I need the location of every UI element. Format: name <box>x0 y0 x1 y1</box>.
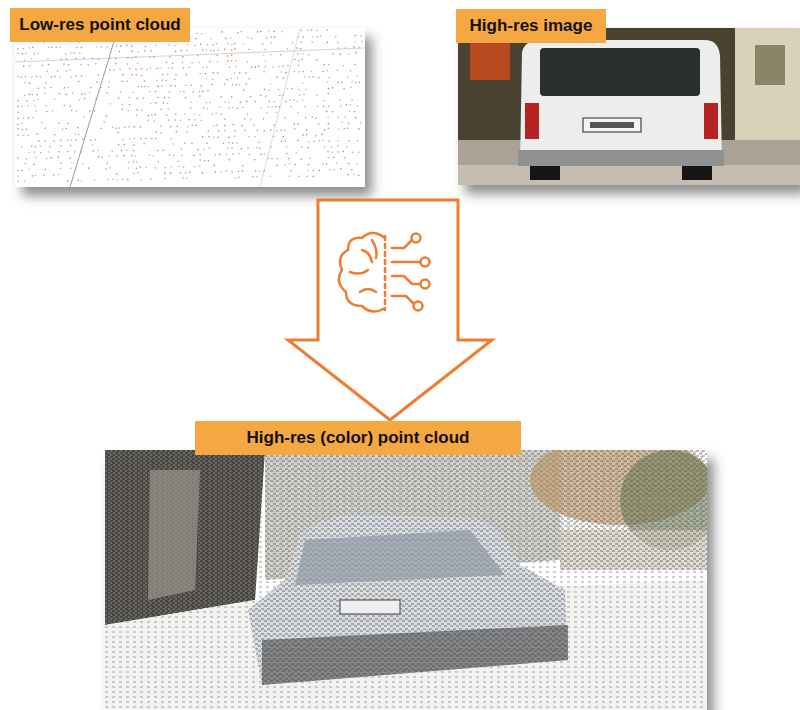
low-res-cloud-image <box>15 28 365 187</box>
label-text: High-res image <box>470 16 593 36</box>
process-arrow <box>288 200 492 420</box>
color-point-cloud-image <box>105 435 720 710</box>
label-box: Low-res point cloud <box>10 8 190 42</box>
label-text: High-res (color) point cloud <box>247 428 470 448</box>
label-box: High-res image <box>456 9 606 43</box>
label-box: High-res (color) point cloud <box>195 421 521 455</box>
ai-brain-icon <box>339 233 430 312</box>
label-text: Low-res point cloud <box>19 15 181 35</box>
van-photo <box>458 28 800 185</box>
